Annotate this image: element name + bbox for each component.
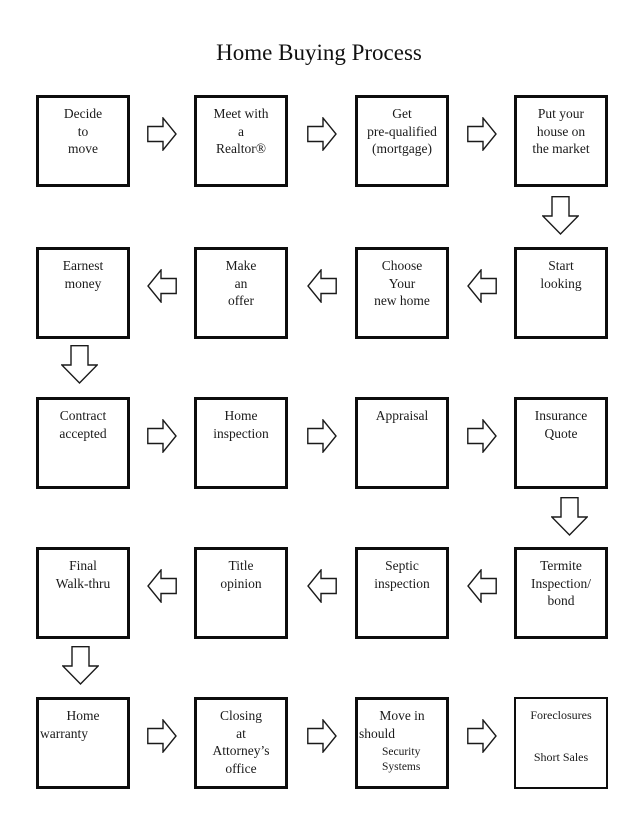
flow-box-contract-accepted: Contract accepted	[36, 397, 130, 489]
box-line: Choose	[381, 258, 423, 273]
block-arrow-right-icon	[147, 719, 177, 753]
box-line: (mortgage)	[372, 141, 432, 156]
box-line: inspection	[374, 575, 430, 591]
box-line: Get	[392, 106, 412, 121]
box-line: house on	[536, 123, 586, 139]
flow-box-septic-inspection: Septic inspection	[355, 547, 449, 639]
box-line: Quote	[544, 425, 578, 441]
flow-box-get-pre-qualified: Get pre-qualified (mortgage)	[355, 95, 449, 187]
box-line: office	[225, 760, 257, 776]
box-line: Start	[548, 258, 574, 273]
block-arrow-down-icon	[61, 345, 98, 384]
box-line: inspection	[213, 425, 269, 441]
box-line: Attorney’s	[212, 743, 270, 758]
box-line: Appraisal	[375, 408, 429, 423]
box-line: an	[234, 275, 248, 291]
block-arrow-right-icon	[147, 117, 177, 151]
flow-box-make-an-offer: Make an offer	[194, 247, 288, 339]
block-arrow-left-icon	[147, 569, 177, 603]
box-line: move	[68, 141, 98, 156]
flow-box-choose-new-home: Choose Your new home	[355, 247, 449, 339]
flow-box-decide-to-move: Decide to move	[36, 95, 130, 187]
box-line: looking	[540, 275, 582, 291]
block-arrow-left-icon	[467, 569, 497, 603]
flow-box-meet-with-realtor: Meet with a Realtor®	[194, 95, 288, 187]
block-arrow-right-icon	[307, 719, 337, 753]
box-line: Decide	[63, 106, 103, 121]
box-line: warranty	[40, 725, 88, 741]
page-title: Home Buying Process	[216, 40, 422, 65]
flow-box-foreclosures-short-sales: Foreclosures Short Sales	[514, 697, 608, 789]
box-line: Walk-thru	[55, 575, 111, 591]
flow-box-home-warranty: Home warranty	[36, 697, 130, 789]
box-line: the market	[532, 141, 590, 156]
box-line: Meet with	[213, 106, 269, 121]
box-line: Contract	[59, 408, 107, 423]
box-line: accepted	[59, 425, 107, 441]
block-arrow-right-icon	[467, 419, 497, 453]
box-line: bond	[547, 593, 575, 608]
box-line: opinion	[220, 575, 262, 591]
box-line: Inspection/	[531, 575, 591, 591]
block-arrow-right-icon	[307, 419, 337, 453]
flow-box-put-house-on-market: Put your house on the market	[514, 95, 608, 187]
box-line: Systems	[382, 761, 421, 773]
flow-box-appraisal: Appraisal	[355, 397, 449, 489]
box-line: should	[359, 725, 396, 741]
box-line: Put your	[537, 106, 585, 121]
block-arrow-down-icon	[542, 196, 579, 235]
box-line: Make	[225, 258, 257, 273]
box-line: offer	[228, 293, 254, 308]
block-arrow-down-icon	[62, 646, 99, 685]
box-line: Termite	[540, 558, 582, 573]
box-line: Earnest	[62, 258, 104, 273]
box-line: Realtor®	[216, 141, 266, 156]
block-arrow-left-icon	[307, 569, 337, 603]
box-line: to	[77, 123, 89, 139]
block-arrow-right-icon	[147, 419, 177, 453]
box-line: Title	[228, 558, 254, 573]
block-arrow-right-icon	[307, 117, 337, 151]
flow-box-move-in: Move in should Security Systems	[355, 697, 449, 789]
box-line: at	[236, 725, 246, 741]
box-line: Move in	[379, 708, 425, 723]
box-line: a	[238, 123, 244, 139]
box-line: Security	[382, 746, 421, 758]
flow-box-insurance-quote: Insurance Quote	[514, 397, 608, 489]
flow-box-earnest-money: Earnest money	[36, 247, 130, 339]
block-arrow-right-icon	[467, 719, 497, 753]
box-line: Closing	[219, 708, 262, 723]
flow-box-final-walk-thru: Final Walk-thru	[36, 547, 130, 639]
block-arrow-left-icon	[147, 269, 177, 303]
box-line: Home	[66, 708, 100, 723]
box-line: Home	[224, 408, 258, 423]
block-arrow-right-icon	[467, 117, 497, 151]
box-line: Foreclosures	[530, 708, 592, 722]
block-arrow-left-icon	[467, 269, 497, 303]
block-arrow-down-icon	[551, 497, 588, 536]
flow-box-start-looking: Start looking	[514, 247, 608, 339]
box-line: Short Sales	[533, 750, 589, 764]
box-line: Insurance	[534, 408, 588, 423]
box-line: Septic	[385, 558, 419, 573]
box-line: new home	[374, 293, 430, 308]
box-line: money	[64, 275, 102, 291]
flow-box-termite-inspection-bond: Termite Inspection/ bond	[514, 547, 608, 639]
flow-box-title-opinion: Title opinion	[194, 547, 288, 639]
box-line: Your	[388, 275, 416, 291]
flow-box-closing-at-attorneys-office: Closing at Attorney’s office	[194, 697, 288, 789]
box-line: pre-qualified	[367, 123, 437, 139]
block-arrow-left-icon	[307, 269, 337, 303]
flow-box-home-inspection: Home inspection	[194, 397, 288, 489]
box-line: Final	[69, 558, 97, 573]
